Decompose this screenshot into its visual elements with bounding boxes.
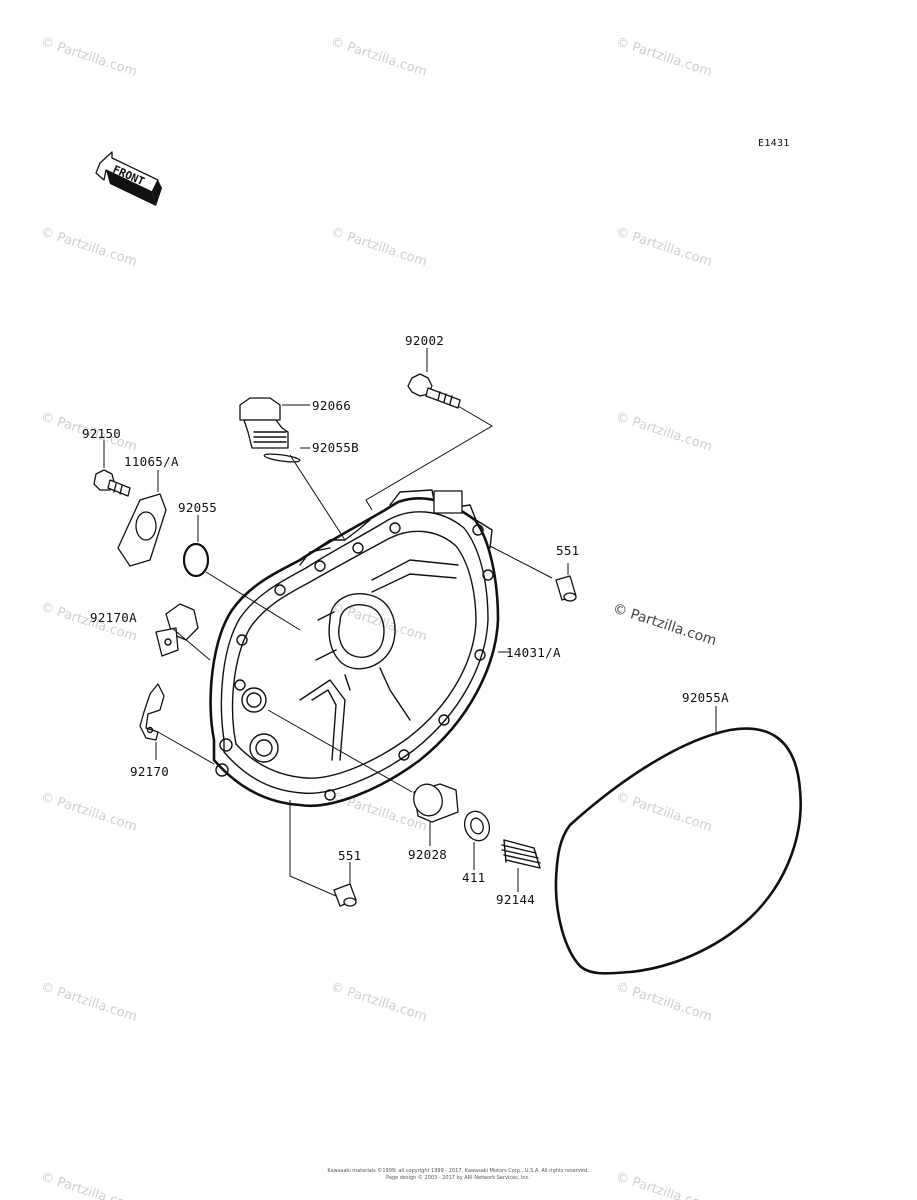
callout-14031A: 14031/A [506,645,561,660]
watermark: © Partzilla.com [614,980,714,1025]
callout-92002: 92002 [405,333,444,348]
washer-411 [463,810,491,842]
callout-92028: 92028 [408,847,447,862]
diagram-code: E1431 [758,138,790,149]
callout-11065A: 11065/A [124,454,179,469]
watermark: © Partzilla.com [614,410,714,455]
callout-92066: 92066 [312,398,351,413]
callout-92055A: 92055A [682,690,729,705]
watermark: © Partzilla.com [39,35,139,80]
callout-92055B: 92055B [312,440,359,455]
dowel-pin-551-bottom [333,883,357,907]
o-ring-92055 [182,542,210,578]
filler-plug-92066 [239,397,289,449]
cap-11065A [117,493,167,567]
callout-92055: 92055 [178,500,217,515]
dowel-pin-551-top [555,575,577,602]
watermark: © Partzilla.com [614,1170,714,1200]
watermark: © Partzilla.com [329,225,429,270]
callout-92170A: 92170A [90,610,137,625]
engine-cover [209,489,500,808]
watermark: © Partzilla.com [39,980,139,1025]
watermark-layer: © Partzilla.com © Partzilla.com © Partzi… [39,35,719,1200]
washer-92055B [263,453,301,463]
callout-labels: 92002 92066 92055B 92150 11065/A 92055 5… [82,333,729,907]
watermark: © Partzilla.com [329,600,429,645]
callout-92150: 92150 [82,426,121,441]
callout-92170: 92170 [130,764,169,779]
gasket-92055A [554,727,802,975]
watermark: © Partzilla.com [39,225,139,270]
callout-411: 411 [462,870,485,885]
watermark: © Partzilla.com [614,35,714,80]
callout-551-top: 551 [556,543,579,558]
watermark-prominent: © Partzilla.com [611,601,719,650]
watermark: © Partzilla.com [39,790,139,835]
bolt-92150 [93,469,131,497]
footer-design-credit: Page design © 2003 - 2017 by ARI Network… [386,1174,530,1181]
front-arrow-icon: FRONT [95,151,162,206]
callout-92144: 92144 [496,892,535,907]
bolt-92002 [407,373,461,409]
watermark: © Partzilla.com [329,980,429,1025]
watermark: © Partzilla.com [614,790,714,835]
watermark: © Partzilla.com [39,1170,139,1200]
footer-copyright: Kawasaki materials ©1999; all copyright … [327,1167,589,1174]
spring-92144 [501,839,541,869]
watermark: © Partzilla.com [614,225,714,270]
bushing-92028 [413,783,459,823]
clamp-92170 [139,683,165,741]
callout-551-bottom: 551 [338,848,361,863]
clamp-92170A [155,603,199,657]
leader-lines [103,348,717,897]
watermark: © Partzilla.com [329,35,429,80]
